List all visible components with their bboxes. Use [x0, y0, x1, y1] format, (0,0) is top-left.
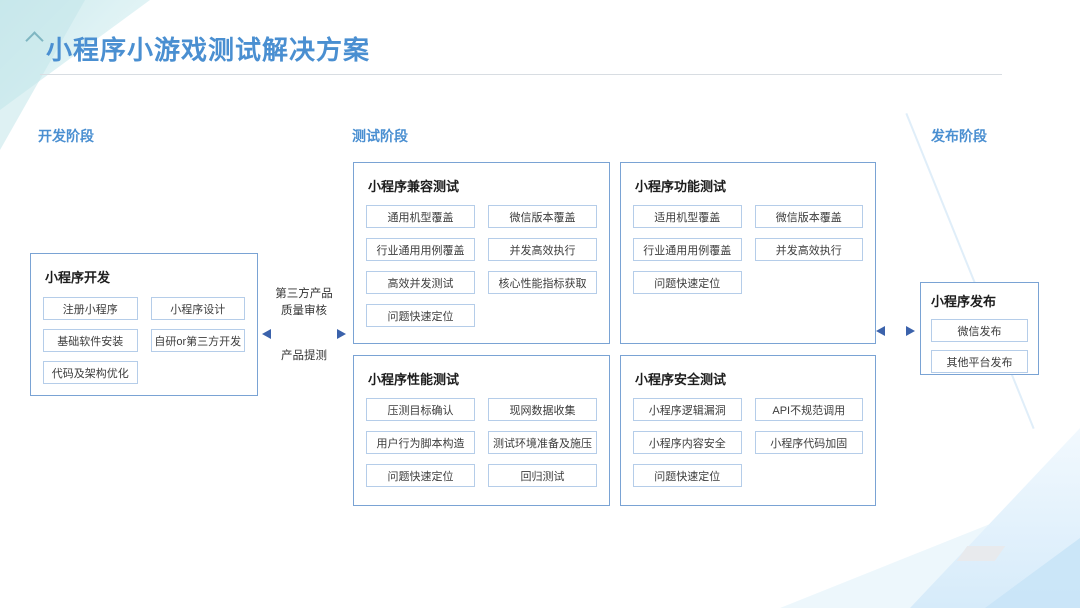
arrow-left-icon — [876, 326, 885, 336]
security-item: 小程序代码加固 — [754, 431, 863, 454]
page-title: 小程序小游戏测试解决方案 — [46, 35, 371, 65]
dev-test-connector: 第三方产品 质量审核 产品提测 — [260, 286, 348, 365]
functional-item: 行业通用用例覆盖 — [633, 238, 742, 261]
functional-item: 问题快速定位 — [633, 271, 742, 294]
arrow-right-icon — [906, 326, 915, 336]
release-item: 微信发布 — [931, 319, 1028, 342]
security-items: 小程序逻辑漏洞 API不规范调用 小程序内容安全 小程序代码加固 问题快速定位 — [633, 398, 863, 487]
dev-item: 自研or第三方开发 — [150, 329, 245, 352]
security-box-title: 小程序安全测试 — [635, 372, 727, 387]
test-box-performance: 小程序性能测试 压测目标确认 现网数据收集 用户行为脚本构造 测试环境准备及施压… — [353, 355, 610, 506]
dev-item: 注册小程序 — [43, 297, 138, 320]
corner-triangle-decoration — [780, 488, 1080, 608]
compatibility-item: 高效并发测试 — [366, 271, 475, 294]
compatibility-items: 通用机型覆盖 微信版本覆盖 行业通用用例覆盖 并发高效执行 高效并发测试 核心性… — [366, 205, 597, 327]
performance-item: 用户行为脚本构造 — [366, 431, 475, 454]
corner-triangle-decoration — [910, 428, 1080, 608]
security-item: 问题快速定位 — [633, 464, 742, 487]
performance-item: 测试环境准备及施压 — [488, 431, 597, 454]
dev-item: 基础软件安装 — [43, 329, 138, 352]
dev-box: 小程序开发 注册小程序 小程序设计 基础软件安装 自研or第三方开发 代码及架构… — [30, 253, 258, 396]
title-divider — [40, 74, 1002, 75]
dev-box-items: 注册小程序 小程序设计 基础软件安装 自研or第三方开发 代码及架构优化 — [43, 297, 245, 384]
phase-label-testing: 测试阶段 — [352, 128, 408, 144]
release-item: 其他平台发布 — [931, 350, 1028, 373]
compatibility-item: 问题快速定位 — [366, 304, 475, 327]
security-item: API不规范调用 — [754, 398, 863, 421]
submit-for-test-label: 产品提测 — [281, 350, 327, 362]
security-item: 小程序内容安全 — [633, 431, 742, 454]
dev-box-title: 小程序开发 — [45, 270, 111, 285]
review-label-line2: 质量审核 — [281, 305, 327, 317]
arrow-right-icon — [337, 329, 346, 339]
compatibility-box-title: 小程序兼容测试 — [368, 179, 460, 194]
functional-item: 并发高效执行 — [754, 238, 863, 261]
compatibility-item: 通用机型覆盖 — [366, 205, 475, 228]
release-box-title: 小程序发布 — [931, 294, 997, 309]
phase-label-release: 发布阶段 — [931, 128, 987, 144]
diagonal-line-decoration — [905, 113, 1035, 429]
review-label-line1: 第三方产品 — [275, 288, 333, 300]
chevron-decoration — [25, 31, 44, 50]
connector-arrows — [262, 329, 346, 339]
compatibility-item: 微信版本覆盖 — [488, 205, 597, 228]
test-box-functional: 小程序功能测试 适用机型覆盖 微信版本覆盖 行业通用用例覆盖 并发高效执行 问题… — [620, 162, 876, 344]
performance-item: 问题快速定位 — [366, 464, 475, 487]
parallelogram-decoration — [956, 546, 1006, 561]
performance-item: 现网数据收集 — [488, 398, 597, 421]
functional-item: 适用机型覆盖 — [633, 205, 742, 228]
release-items: 微信发布 其他平台发布 — [931, 319, 1028, 373]
arrow-left-icon — [262, 329, 271, 339]
functional-items: 适用机型覆盖 微信版本覆盖 行业通用用例覆盖 并发高效执行 问题快速定位 — [633, 205, 863, 294]
performance-item: 压测目标确认 — [366, 398, 475, 421]
performance-box-title: 小程序性能测试 — [368, 372, 460, 387]
compatibility-item: 行业通用用例覆盖 — [366, 238, 475, 261]
phase-label-development: 开发阶段 — [38, 128, 94, 144]
functional-item: 微信版本覆盖 — [754, 205, 863, 228]
compatibility-item: 核心性能指标获取 — [488, 271, 597, 294]
security-item: 小程序逻辑漏洞 — [633, 398, 742, 421]
test-box-compatibility: 小程序兼容测试 通用机型覆盖 微信版本覆盖 行业通用用例覆盖 并发高效执行 高效… — [353, 162, 610, 344]
performance-item: 回归测试 — [488, 464, 597, 487]
compatibility-item: 并发高效执行 — [488, 238, 597, 261]
corner-triangle-decoration — [985, 538, 1080, 608]
functional-box-title: 小程序功能测试 — [635, 179, 727, 194]
dev-item: 代码及架构优化 — [43, 361, 138, 384]
dev-item: 小程序设计 — [150, 297, 245, 320]
release-box: 小程序发布 微信发布 其他平台发布 — [920, 282, 1039, 375]
test-box-security: 小程序安全测试 小程序逻辑漏洞 API不规范调用 小程序内容安全 小程序代码加固… — [620, 355, 876, 506]
performance-items: 压测目标确认 现网数据收集 用户行为脚本构造 测试环境准备及施压 问题快速定位 … — [366, 398, 597, 487]
